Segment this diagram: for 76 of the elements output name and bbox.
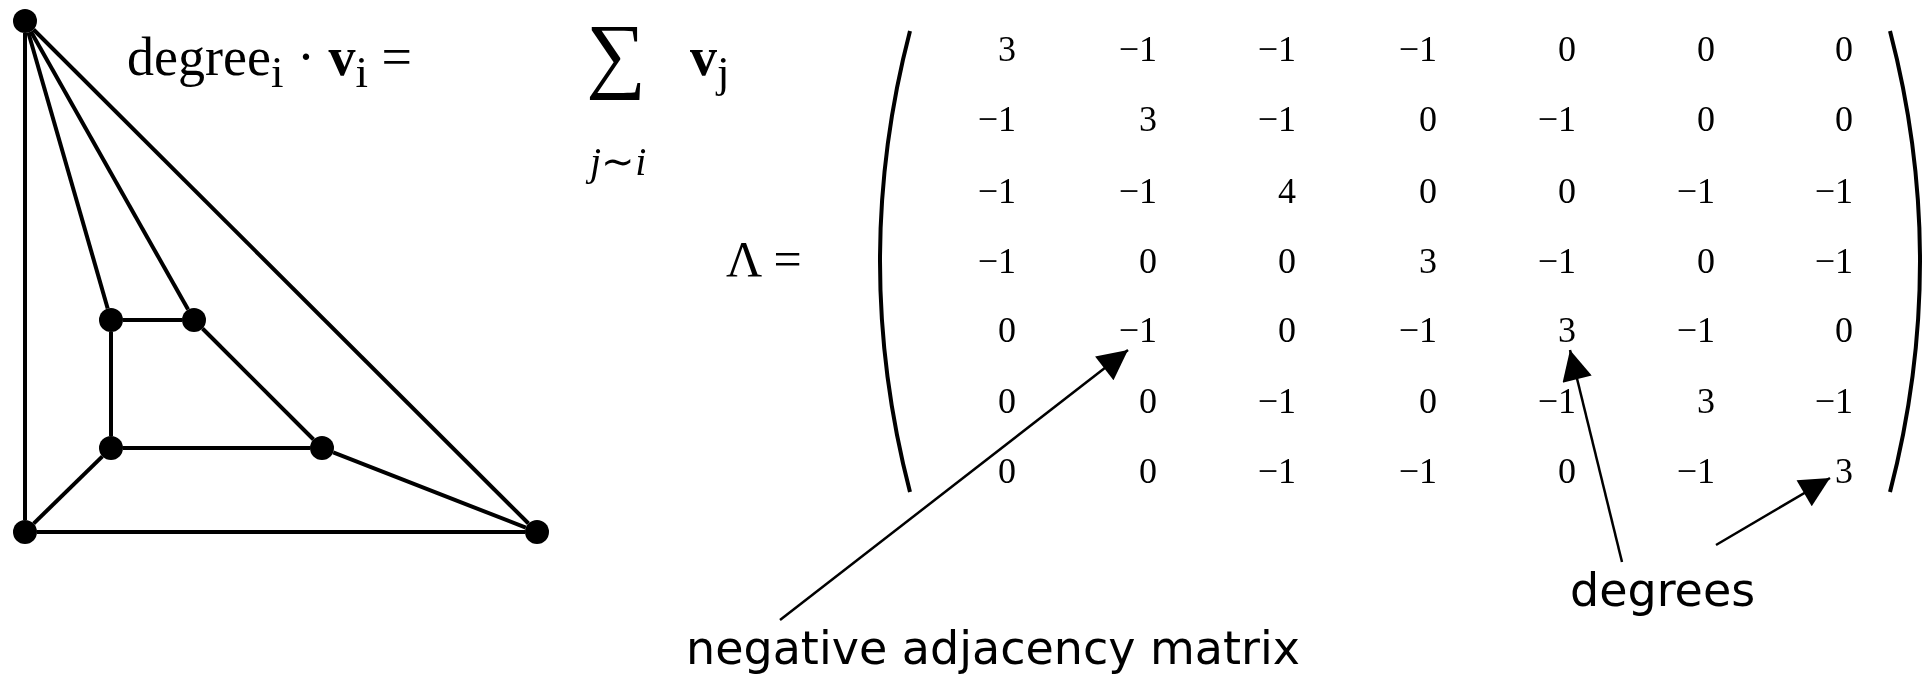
matrix-entry: 0 [998,315,1016,345]
graph-edge [26,32,110,309]
formula-text: v$_{j}$ [690,28,730,98]
matrix-entry: 3 [1697,386,1715,416]
matrix-symbol: Λ = [726,232,802,287]
leader-arrow [1562,349,1624,563]
summation-sign: ∑ [586,8,646,101]
matrix-entry: 0 [1558,456,1576,486]
matrix-entry: 0 [1558,176,1576,206]
matrix-entry: 0 [1419,386,1437,416]
matrix-entry: −1 [1537,246,1576,276]
matrix-entry: −1 [1676,456,1715,486]
matrix-entry: 0 [1419,176,1437,206]
matrix-entry: 0 [1419,104,1437,134]
vertex-dot [99,436,123,460]
matrix-entry: −1 [1398,456,1437,486]
matrix-entry: −1 [1537,386,1576,416]
matrix-entry: −1 [1118,315,1157,345]
graph-edge [123,318,182,322]
matrix-entry: −1 [1398,34,1437,64]
matrix-entry: −1 [977,246,1016,276]
matrix-entry: 0 [1835,34,1853,64]
matrix-entry: 4 [1278,176,1296,206]
matrix-entry: −1 [1814,176,1853,206]
vertex-dot [525,520,549,544]
matrix-entry: 0 [1558,34,1576,64]
graph-edge [32,28,530,525]
matrix-entry: −1 [1118,176,1157,206]
matrix-entry: 0 [1697,104,1715,134]
matrix-entry: −1 [1814,386,1853,416]
graph-edge [37,530,525,534]
matrix-entry: −1 [1257,34,1296,64]
matrix-entry: 0 [1278,315,1296,345]
graph-edge [123,446,310,450]
matrix-entry: 0 [1835,104,1853,134]
matrix-entry: −1 [977,104,1016,134]
graph-edge [23,33,27,520]
matrix-entry: 0 [1139,246,1157,276]
matrix-entry: 0 [1278,246,1296,276]
vertex-dot [182,308,206,332]
vertex-dot [310,436,334,460]
vertex-dot [13,9,37,33]
annotation-label: negative adjacency matrix [686,620,1300,676]
matrix-entry: −1 [1814,246,1853,276]
graph-edge [332,450,527,530]
matrix-entry: 0 [998,386,1016,416]
matrix-entry: 0 [1139,456,1157,486]
matrix-entry: 3 [998,34,1016,64]
graph-edge [29,30,190,311]
matrix-entry: −1 [1257,104,1296,134]
formula-text: degree$_{i}$ · v$_{i}$ = [127,28,412,98]
matrix-entry: −1 [977,176,1016,206]
annotation-label: degrees [1570,562,1756,618]
matrix-entry: −1 [1257,456,1296,486]
matrix-entry: 0 [1139,386,1157,416]
graph-edge [32,454,104,526]
matrix-entry: 0 [1835,315,1853,345]
vertex-dot [13,520,37,544]
leader-arrow [779,349,1129,621]
matrix-entry: 0 [1697,246,1715,276]
matrix-entry: −1 [1676,315,1715,345]
matrix-entry: −1 [1537,104,1576,134]
matrix-entry: −1 [1118,34,1157,64]
matrix-entry: 0 [998,456,1016,486]
matrix-entry: −1 [1257,386,1296,416]
matrix-entry: 3 [1835,456,1853,486]
vertex-dot [99,308,123,332]
matrix-entry: 3 [1558,315,1576,345]
graph-edge [201,327,315,441]
matrix-entry: −1 [1676,176,1715,206]
graph-edge [109,332,113,436]
matrix-entry: 0 [1697,34,1715,64]
leader-arrow [1715,476,1831,547]
matrix-entry: 3 [1139,104,1157,134]
matrix-entry: −1 [1398,315,1437,345]
matrix-entry: 3 [1419,246,1437,276]
